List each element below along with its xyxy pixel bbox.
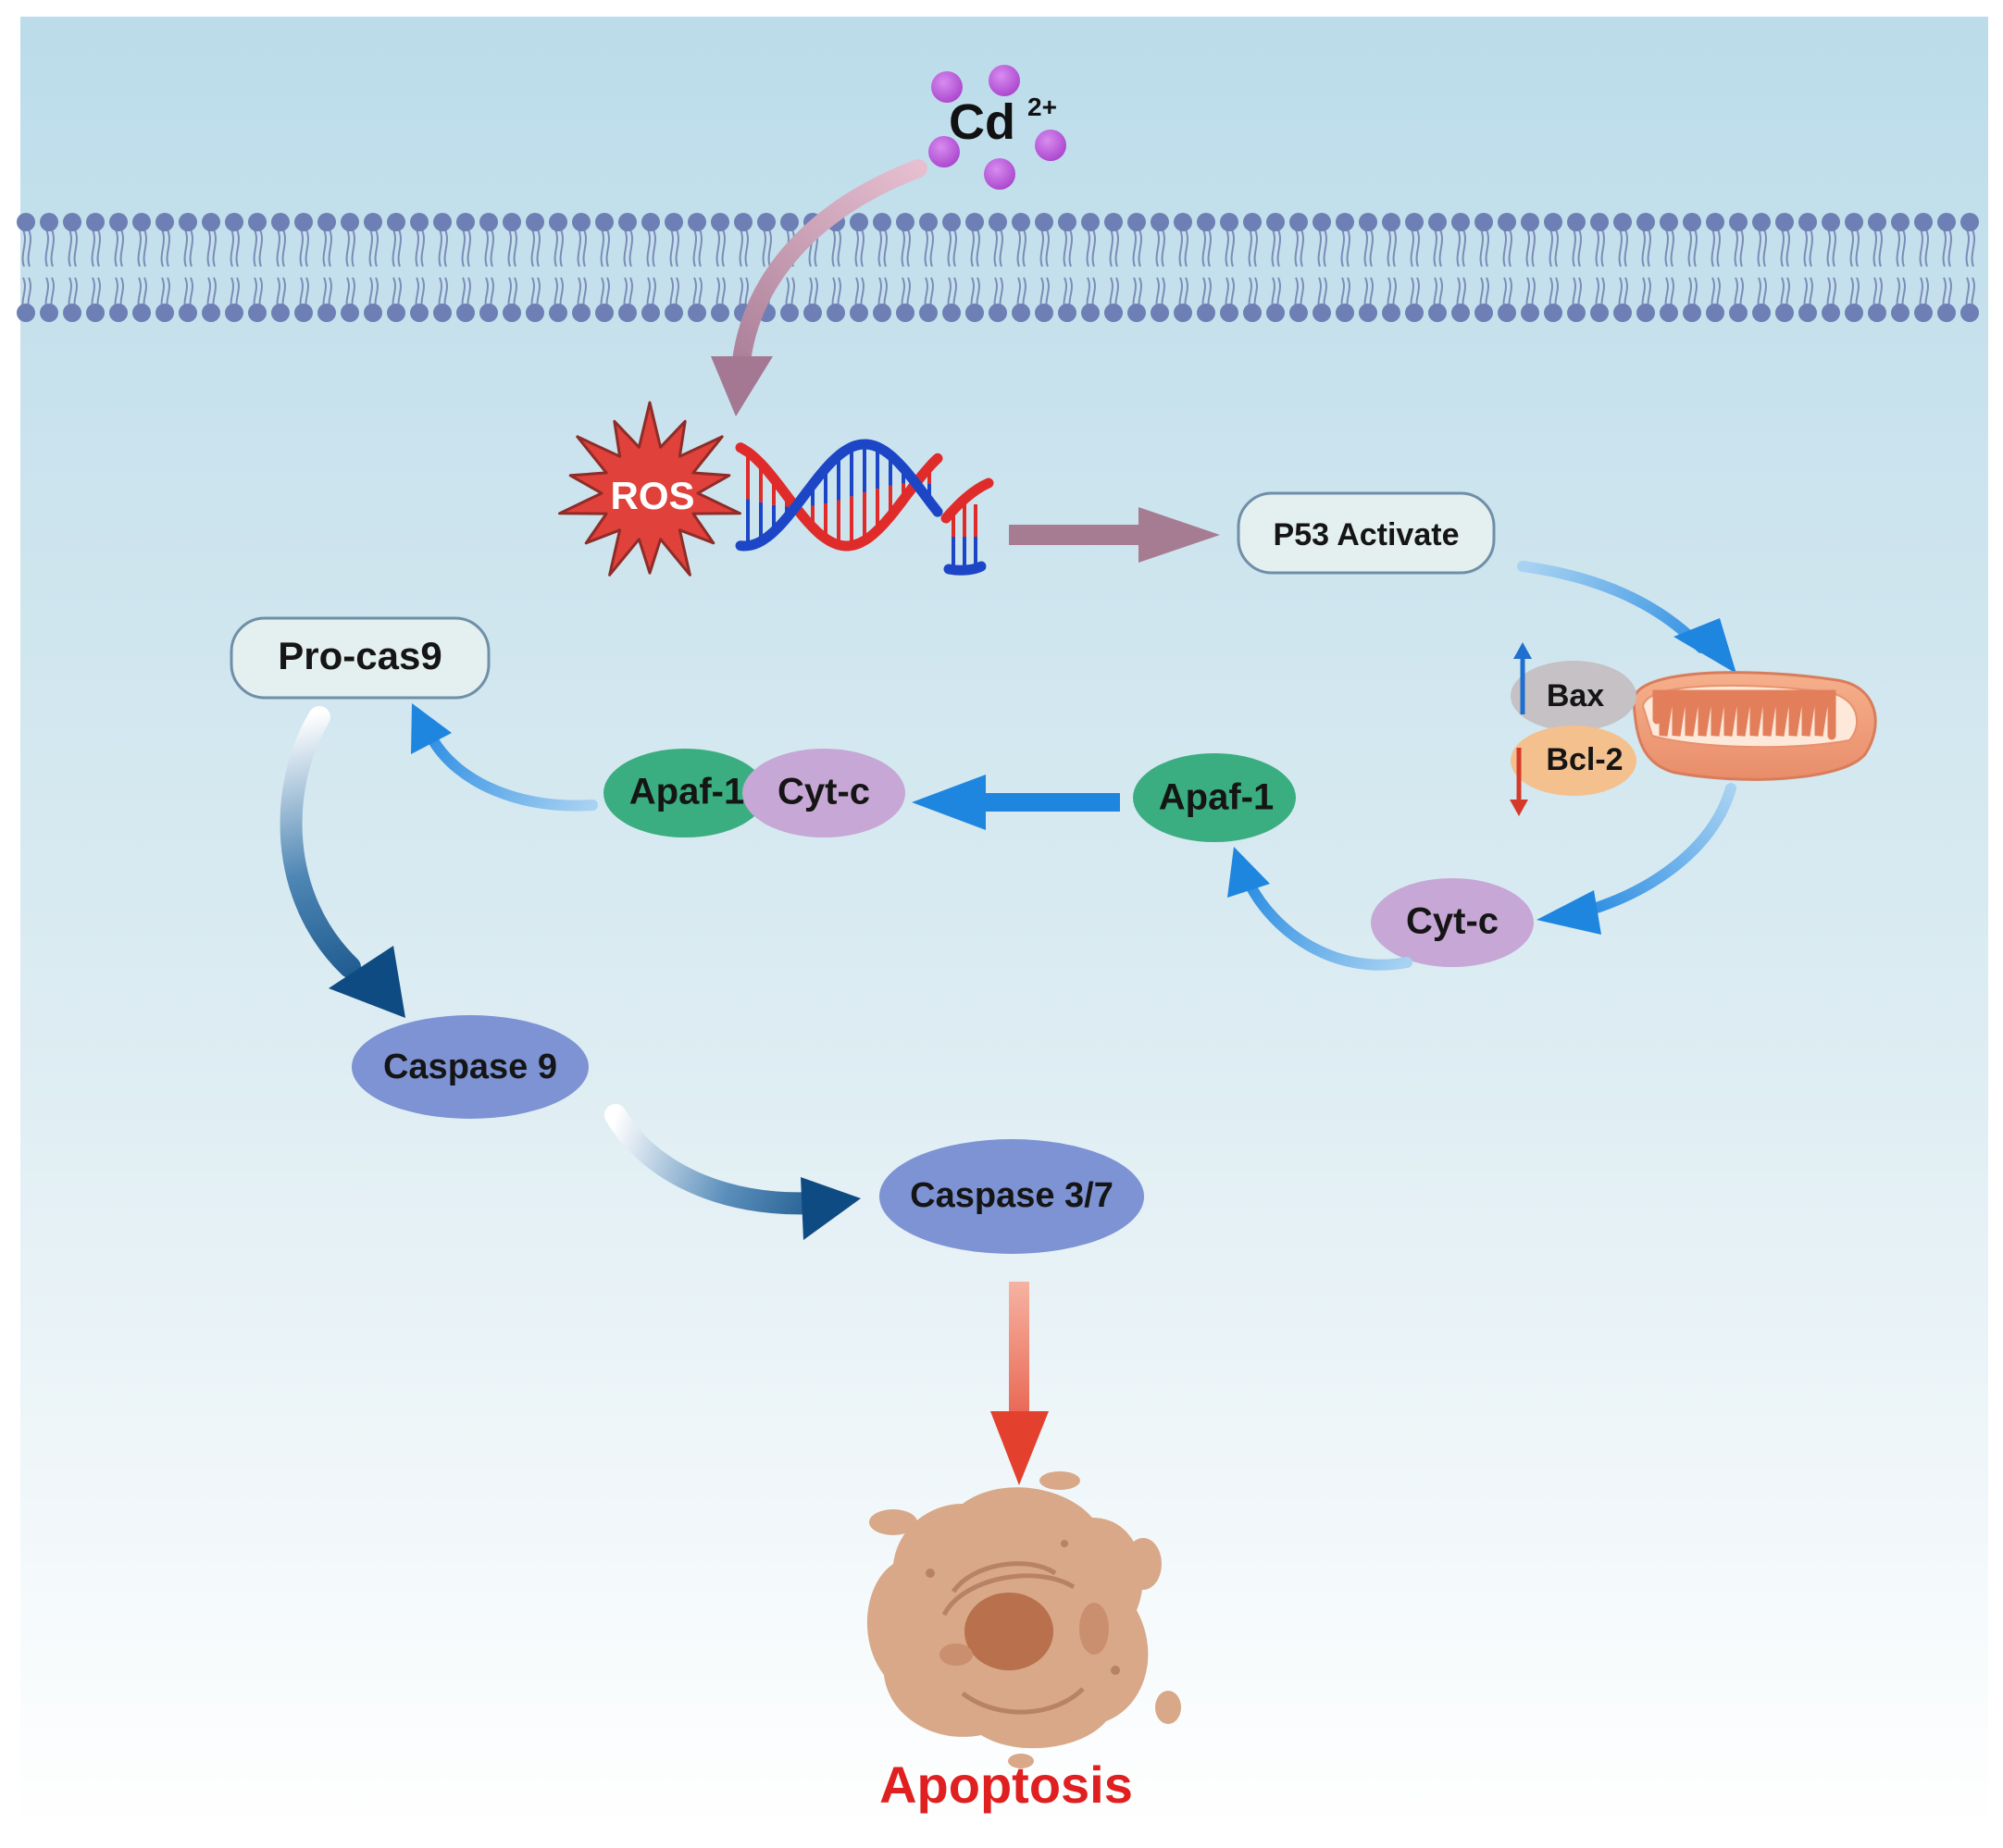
- complex-apaf1-label: Apaf-1: [629, 772, 744, 812]
- cytc-label: Cyt-c: [1406, 901, 1499, 942]
- cd-charge-label: 2+: [1027, 93, 1057, 121]
- ros-burst: ROS: [558, 401, 741, 577]
- complex-apaf1: [603, 749, 766, 837]
- bcl2-label: Bcl-2: [1546, 742, 1623, 777]
- bax-label: Bax: [1547, 678, 1604, 713]
- apaf1-label: Apaf-1: [1159, 777, 1274, 818]
- caspase37-to-apoptosis-arrow: [990, 1282, 1049, 1485]
- ros-label: ROS: [610, 474, 694, 517]
- bax-node: [1511, 661, 1636, 731]
- apoptotic-cell: [866, 1471, 1181, 1768]
- caspase9-node: Caspase 9: [352, 1015, 589, 1119]
- cell-membrane: [17, 213, 1979, 322]
- procas9-to-caspase9-arrow: [280, 706, 405, 1018]
- complex-cytc: [742, 749, 905, 837]
- p53-label: P53 Activate: [1274, 517, 1460, 552]
- mitochondrion: [1632, 671, 1877, 781]
- dna-helix: [735, 439, 994, 576]
- apoptosome-complex: Apaf-1 Cyt-c: [603, 749, 905, 837]
- cd-ion-label: Cd: [949, 94, 1015, 150]
- procas9-label: Pro-cas9: [278, 634, 442, 677]
- caspase9-label: Caspase 9: [383, 1048, 557, 1086]
- caspase37-node: Caspase 3/7: [879, 1139, 1144, 1254]
- apaf1-node: Apaf-1: [1133, 753, 1296, 842]
- apoptosis-label: Apoptosis: [879, 1755, 1133, 1814]
- bcl2-node: [1511, 726, 1636, 796]
- bax-bcl2-group: Bax Bcl-2: [1510, 642, 1636, 816]
- complex-cytc-label: Cyt-c: [778, 772, 870, 812]
- bax-up-arrow-icon: [1513, 642, 1532, 714]
- mito-to-cytc-arrow: [1536, 783, 1736, 935]
- cd-to-ros-arrow: [711, 159, 927, 416]
- cytc-to-apaf1-arrow: [1227, 847, 1412, 971]
- caspase9-to-caspase37-arrow: [604, 1104, 861, 1240]
- dna-to-p53-arrow: [1009, 507, 1220, 563]
- bcl2-down-arrow-icon: [1510, 748, 1528, 816]
- p53-node: P53 Activate: [1237, 491, 1496, 575]
- caspase37-label: Caspase 3/7: [910, 1176, 1113, 1215]
- cytc-node: Cyt-c: [1371, 878, 1534, 967]
- complex-to-procas9-arrow: [411, 703, 598, 812]
- apaf1-to-complex-arrow: [912, 775, 1120, 830]
- cadmium-ions: Cd 2+: [928, 65, 1066, 190]
- p53-to-mito-arrow: [1517, 561, 1736, 674]
- procas9-node: Pro-cas9: [230, 616, 491, 700]
